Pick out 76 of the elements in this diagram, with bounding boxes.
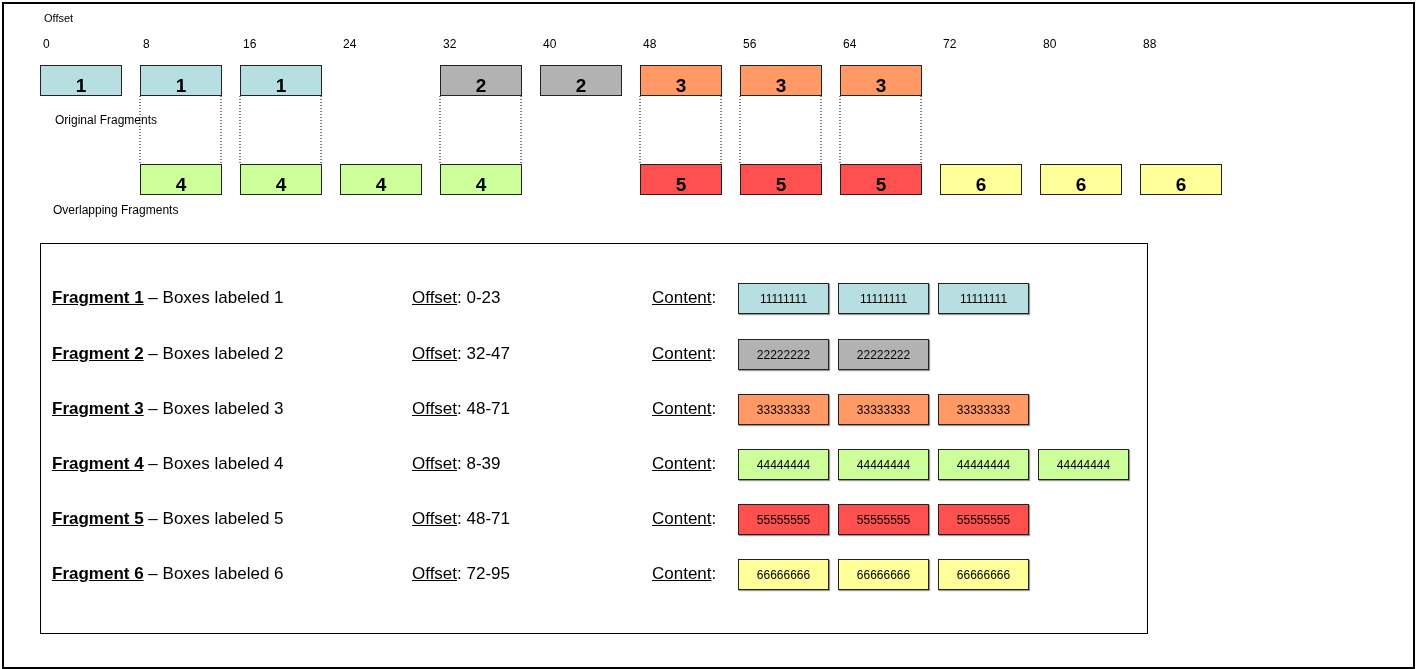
- fragment-block: 4: [440, 164, 522, 195]
- content-block: 11111111: [838, 283, 929, 314]
- offset-tick-label: 64: [843, 37, 857, 51]
- content-block: 66666666: [738, 559, 829, 590]
- fragment-description: Fragment 6 – Boxes labeled 6: [52, 564, 284, 584]
- offset-tick-label: 40: [543, 37, 557, 51]
- content-block: 11111111: [738, 283, 829, 314]
- fragment-block: 1: [140, 65, 222, 96]
- fragment-description: Fragment 3 – Boxes labeled 3: [52, 399, 284, 419]
- fragment-block: 4: [140, 164, 222, 195]
- fragment-block: 3: [740, 65, 822, 96]
- dotted-guide-line: [839, 95, 922, 165]
- content-block: 22222222: [838, 339, 929, 370]
- offset-tick-label: 80: [1043, 37, 1057, 51]
- content-block: 55555555: [738, 504, 829, 535]
- content-block: 55555555: [838, 504, 929, 535]
- fragment-block: 6: [1140, 164, 1222, 195]
- fragment-block: 5: [740, 164, 822, 195]
- fragment-block: 5: [640, 164, 722, 195]
- fragment-block: 3: [640, 65, 722, 96]
- fragment-block: 4: [240, 164, 322, 195]
- content-caption: Content:: [652, 509, 717, 529]
- fragment-block: 6: [940, 164, 1022, 195]
- offset-tick-label: 56: [743, 37, 757, 51]
- dotted-guide-line: [139, 95, 222, 165]
- row-label: Overlapping Fragments: [53, 203, 179, 217]
- content-block: 66666666: [838, 559, 929, 590]
- content-block: 33333333: [938, 394, 1029, 425]
- fragment-block: 6: [1040, 164, 1122, 195]
- content-caption: Content:: [652, 399, 717, 419]
- offset-range-text: Offset: 0-23: [412, 288, 501, 308]
- dotted-guide-line: [239, 95, 322, 165]
- content-block: 33333333: [738, 394, 829, 425]
- offset-tick-label: 72: [943, 37, 957, 51]
- offset-range-text: Offset: 48-71: [412, 399, 510, 419]
- fragment-block: 4: [340, 164, 422, 195]
- offset-tick-label: 24: [343, 37, 357, 51]
- content-block: 55555555: [938, 504, 1029, 535]
- dotted-guide-line: [639, 95, 722, 165]
- content-caption: Content:: [652, 564, 717, 584]
- content-caption: Content:: [652, 454, 717, 474]
- offset-tick-label: 0: [43, 37, 50, 51]
- content-block: 44444444: [838, 449, 929, 480]
- content-block: 44444444: [1038, 449, 1129, 480]
- content-block: 44444444: [938, 449, 1029, 480]
- offset-tick-label: 48: [643, 37, 657, 51]
- offset-tick-label: 16: [243, 37, 257, 51]
- offset-tick-label: 88: [1143, 37, 1157, 51]
- fragment-description: Fragment 1 – Boxes labeled 1: [52, 288, 284, 308]
- content-block: 11111111: [938, 283, 1029, 314]
- fragment-block: 1: [40, 65, 122, 96]
- axis-title: Offset: [44, 12, 74, 24]
- fragment-block: 1: [240, 65, 322, 96]
- content-caption: Content:: [652, 344, 717, 364]
- offset-range-text: Offset: 32-47: [412, 344, 510, 364]
- offset-tick-label: 32: [443, 37, 457, 51]
- offset-range-text: Offset: 48-71: [412, 509, 510, 529]
- fragment-description: Fragment 5 – Boxes labeled 5: [52, 509, 284, 529]
- fragment-table-panel: [40, 243, 1148, 634]
- fragment-block: 2: [540, 65, 622, 96]
- content-block: 33333333: [838, 394, 929, 425]
- fragment-description: Fragment 4 – Boxes labeled 4: [52, 454, 284, 474]
- dotted-guide-line: [439, 95, 522, 165]
- offset-tick-label: 8: [143, 37, 150, 51]
- row-label: Original Fragments: [55, 113, 158, 127]
- fragment-block: 3: [840, 65, 922, 96]
- content-block: 22222222: [738, 339, 829, 370]
- content-block: 66666666: [938, 559, 1029, 590]
- dotted-guide-line: [739, 95, 822, 165]
- content-caption: Content:: [652, 288, 717, 308]
- fragment-block: 2: [440, 65, 522, 96]
- offset-range-text: Offset: 72-95: [412, 564, 510, 584]
- offset-range-text: Offset: 8-39: [412, 454, 501, 474]
- fragment-block: 5: [840, 164, 922, 195]
- fragment-description: Fragment 2 – Boxes labeled 2: [52, 344, 284, 364]
- content-block: 44444444: [738, 449, 829, 480]
